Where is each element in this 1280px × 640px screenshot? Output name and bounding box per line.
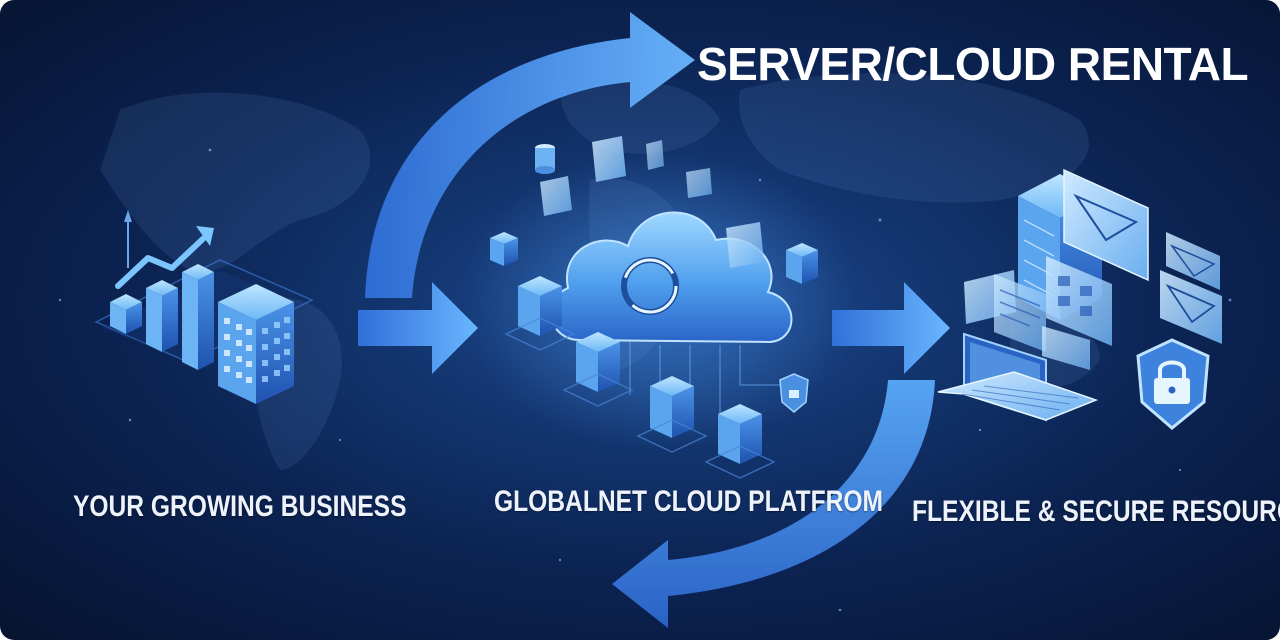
office-building-icon (218, 284, 294, 404)
page-title: SERVER/CLOUD RENTAL (697, 38, 1249, 90)
resources-graphic (937, 168, 1222, 430)
stage-label-business: YOUR GROWING BUSINESS (73, 490, 407, 523)
laptop-icon (937, 332, 1099, 422)
shield-lock-icon (779, 373, 809, 413)
right-arrow-icon (832, 282, 950, 374)
dashboard-window-icon (964, 256, 1112, 370)
growing-business-graphic (94, 210, 314, 404)
dashboard-window-icon (540, 136, 764, 268)
server-stack-icon (490, 232, 818, 479)
right-arrow-icon (358, 282, 478, 374)
stage-label-resources: FLEXIBLE & SECURE RESOURCES (912, 495, 1280, 528)
stage-label-platform: GLOBALNET CLOUD PLATFROM (494, 485, 884, 518)
database-icon (535, 144, 555, 174)
shield-lock-icon (1136, 338, 1210, 430)
cycle-arrow-icon (612, 380, 935, 628)
email-window-icon (1063, 168, 1222, 344)
cloud-platform-graphic (460, 136, 860, 479)
growth-chart-icon (110, 210, 214, 370)
cycle-arrow-icon (365, 12, 695, 298)
